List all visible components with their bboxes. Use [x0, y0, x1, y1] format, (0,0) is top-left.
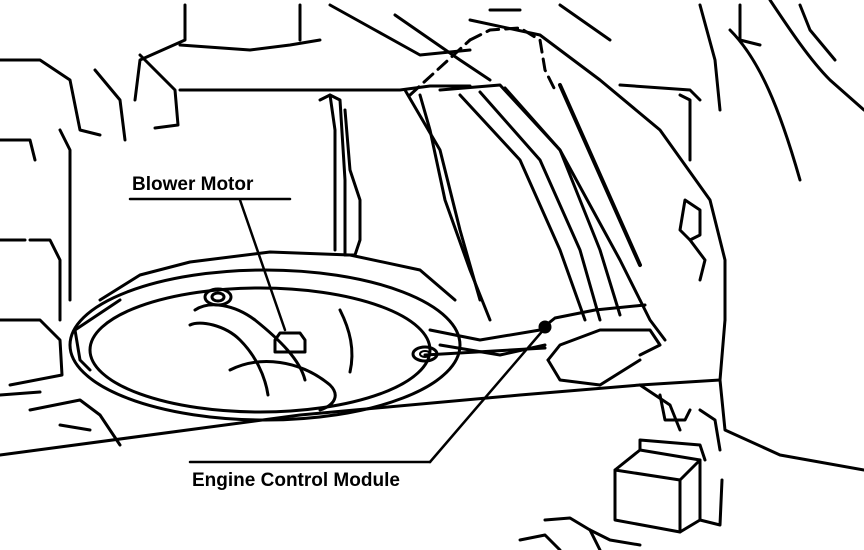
ecm-mount-bolt-center	[419, 350, 431, 358]
ecm-mount-bolt	[411, 345, 439, 363]
blower-motor-callout: Blower Motor	[128, 174, 292, 332]
ecm-assembly	[428, 83, 707, 387]
ecm-callout: Engine Control Module	[188, 326, 547, 491]
heater-housing	[73, 88, 492, 372]
blower-housing	[68, 268, 462, 422]
connector-block	[613, 438, 724, 534]
ecm-mount-bracket	[423, 346, 547, 357]
blower-motor-shape	[188, 303, 354, 412]
dashboard-outline	[0, 3, 522, 387]
ecm-label: Engine Control Module	[192, 470, 400, 491]
blower-motor-leader-line	[238, 198, 287, 332]
blower-motor-label: Blower Motor	[132, 174, 254, 195]
floor-edge	[0, 378, 722, 457]
lower-bracket	[518, 516, 642, 550]
right-trim	[468, 0, 864, 472]
